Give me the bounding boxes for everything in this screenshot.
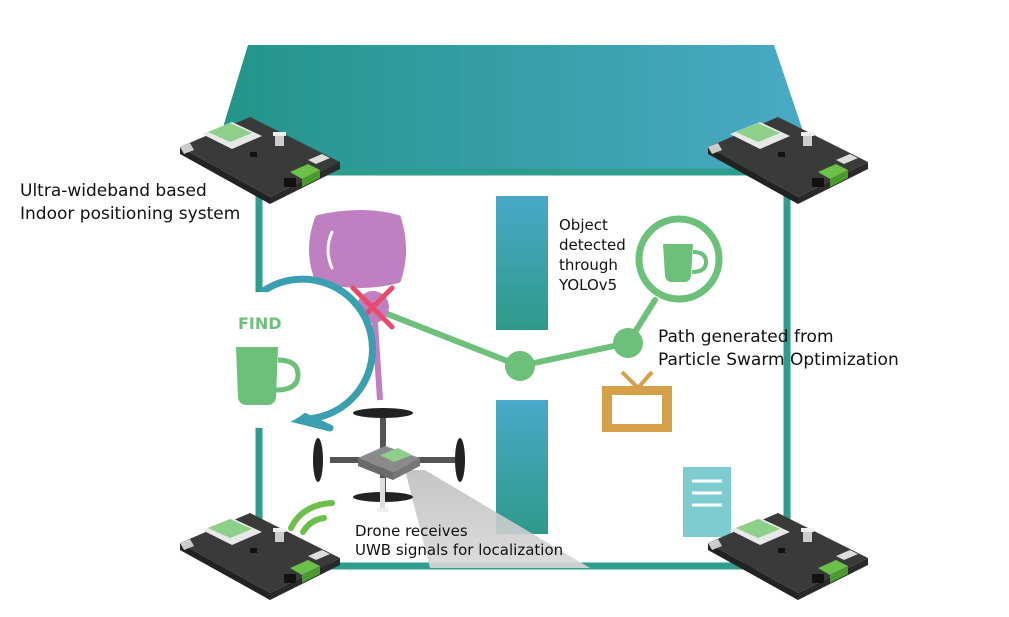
drone-icon [313,408,465,512]
object-detected-label: Object detected through YOLOv5 [559,215,626,295]
rejected-path [371,307,383,401]
detection-bubble [635,215,723,303]
drone-receives-line-2: UWB signals for localization [355,541,564,559]
drone-receives-label: Drone receives UWB signals for localizat… [355,522,563,560]
tv-icon [602,370,672,432]
uwb-system-line-2: Indoor positioning system [20,204,241,224]
path-generated-line-1: Path generated from [658,327,834,347]
path-node-center [505,351,535,381]
path-generated-label: Path generated from Particle Swarm Optim… [658,326,899,372]
camera-cone [405,470,590,568]
wall-upper [496,196,548,330]
object-detected-line-3: through [559,256,618,274]
roof [210,45,816,170]
document-icon [683,467,731,537]
object-detected-line-4: YOLOv5 [559,276,618,294]
wall-lower [496,400,548,534]
uwb-system-line-1: Ultra-wideband based [20,181,207,201]
drone-receives-line-1: Drone receives [355,522,468,540]
object-detected-line-2: detected [559,236,626,254]
path-generated-line-2: Particle Swarm Optimization [658,350,899,370]
find-bubble [194,275,376,432]
object-detected-line-1: Object [559,216,608,234]
pillow-icon [309,210,406,288]
find-label: FIND [238,314,282,333]
signal-waves-icon [288,500,335,535]
uwb-system-label: Ultra-wideband based Indoor positioning … [20,180,240,226]
path-node-right [613,328,643,358]
